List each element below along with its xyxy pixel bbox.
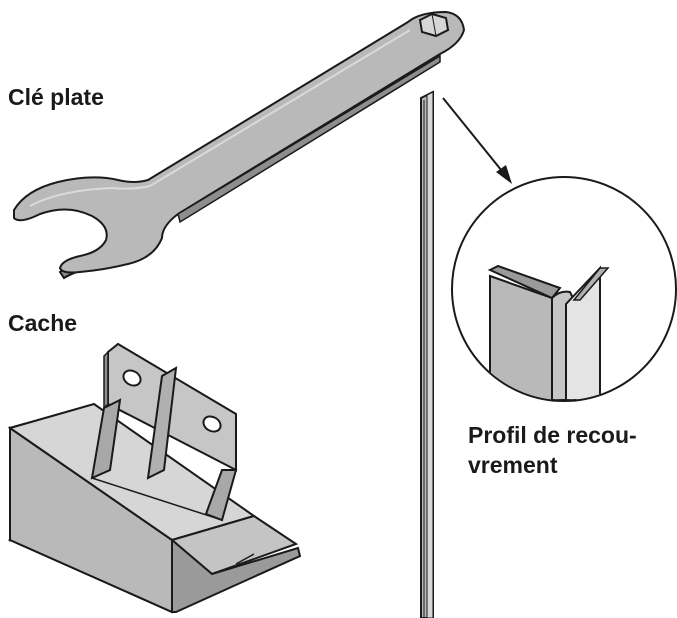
leader-arrow-icon [442, 97, 512, 184]
profile-label-line-2: vrement [468, 452, 558, 478]
cover-bracket-icon [7, 342, 302, 614]
cover-label: Cache [8, 310, 78, 336]
profile-label-line-1: Profil de recou- [468, 422, 637, 448]
wrench-label: Clé plate [8, 84, 104, 110]
open-end-wrench-icon [13, 11, 465, 280]
detail-magnifier-icon [451, 176, 677, 402]
cover-profile-icon [420, 90, 434, 618]
profile-label: Profil de recou- vrement [468, 420, 673, 480]
